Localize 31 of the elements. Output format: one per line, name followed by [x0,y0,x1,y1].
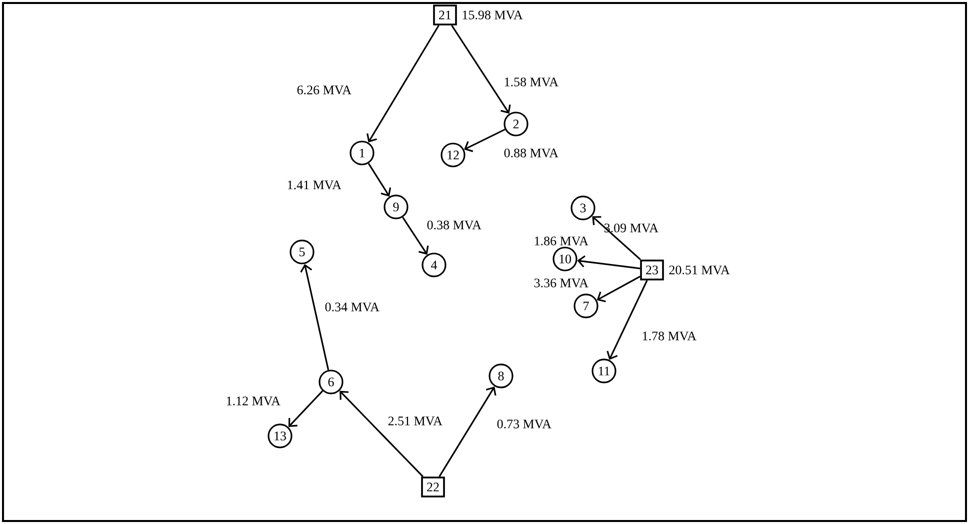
edge-label: 6.26 MVA [297,86,352,94]
edge-label: 1.78 MVA [642,332,696,340]
arrow [366,24,440,142]
edge-label: 3.36 MVA [534,278,588,288]
arrow [464,128,506,152]
bus-box: 23 [640,260,664,280]
arrow [402,216,429,255]
arrow [288,390,324,428]
arrow [368,162,392,197]
edge-label: 0.73 MVA [497,420,552,428]
arrow [592,216,641,260]
edge-label: 3.09 MVA [604,224,658,232]
arrow [606,280,648,360]
arrow [451,24,511,114]
arrow [300,264,330,370]
edge-label: 1.41 MVA [288,180,342,190]
bus-box: 22 [421,476,445,498]
edge-label: 0.38 MVA [427,220,482,230]
arrow [596,276,640,302]
power-label: 20.51 MVA [669,266,730,274]
edge-label: 1.86 MVA [534,236,588,246]
edge-label: 0.34 MVA [325,302,380,312]
edge-label: 1.12 MVA [226,396,280,406]
arrow [340,390,424,478]
edge-label: 2.51 MVA [388,416,442,426]
bus-box: 21 [433,4,457,26]
edge-label: 0.88 MVA [504,148,558,158]
edge-label: 1.58 MVA [504,78,558,86]
power-label: 15.98 MVA [462,10,523,20]
arrow [577,255,640,270]
arrow [438,386,496,477]
